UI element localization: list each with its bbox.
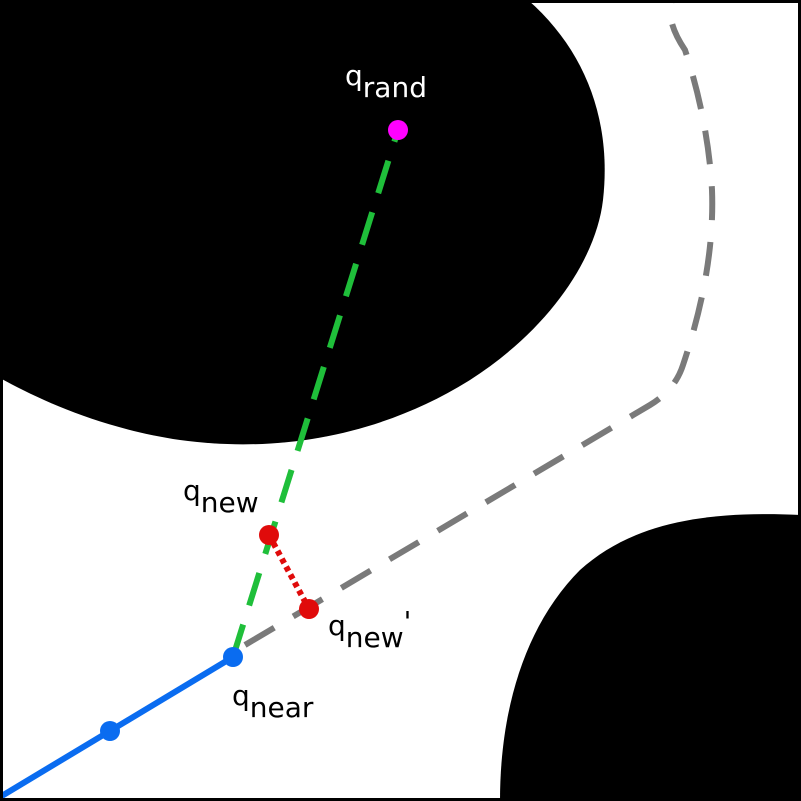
label-q-new-base: q xyxy=(183,474,201,507)
q-new-prime-node xyxy=(299,599,319,619)
reference-path xyxy=(243,0,716,648)
label-q-new-prime-mark: ' xyxy=(404,605,412,638)
tree-node xyxy=(100,721,120,741)
extension-line xyxy=(230,129,401,658)
label-q-rand-base: q xyxy=(345,59,363,92)
label-q-rand: qrand xyxy=(345,59,427,104)
obstacle-top xyxy=(0,0,605,445)
label-q-new: qnew xyxy=(183,474,259,519)
label-q-new-prime-sub: new xyxy=(346,621,404,654)
label-q-new-prime-base: q xyxy=(328,609,346,642)
q-new-node xyxy=(259,525,279,545)
label-q-near-sub: near xyxy=(250,691,314,724)
label-q-new-prime: qnew' xyxy=(328,605,411,654)
label-q-near: qnear xyxy=(232,679,314,724)
label-q-rand-sub: rand xyxy=(363,71,427,104)
q-near-node xyxy=(223,647,243,667)
label-q-new-sub: new xyxy=(201,486,259,519)
obstacle-bottom-right xyxy=(500,514,801,801)
q-rand-node xyxy=(388,120,408,140)
label-q-near-base: q xyxy=(232,679,250,712)
